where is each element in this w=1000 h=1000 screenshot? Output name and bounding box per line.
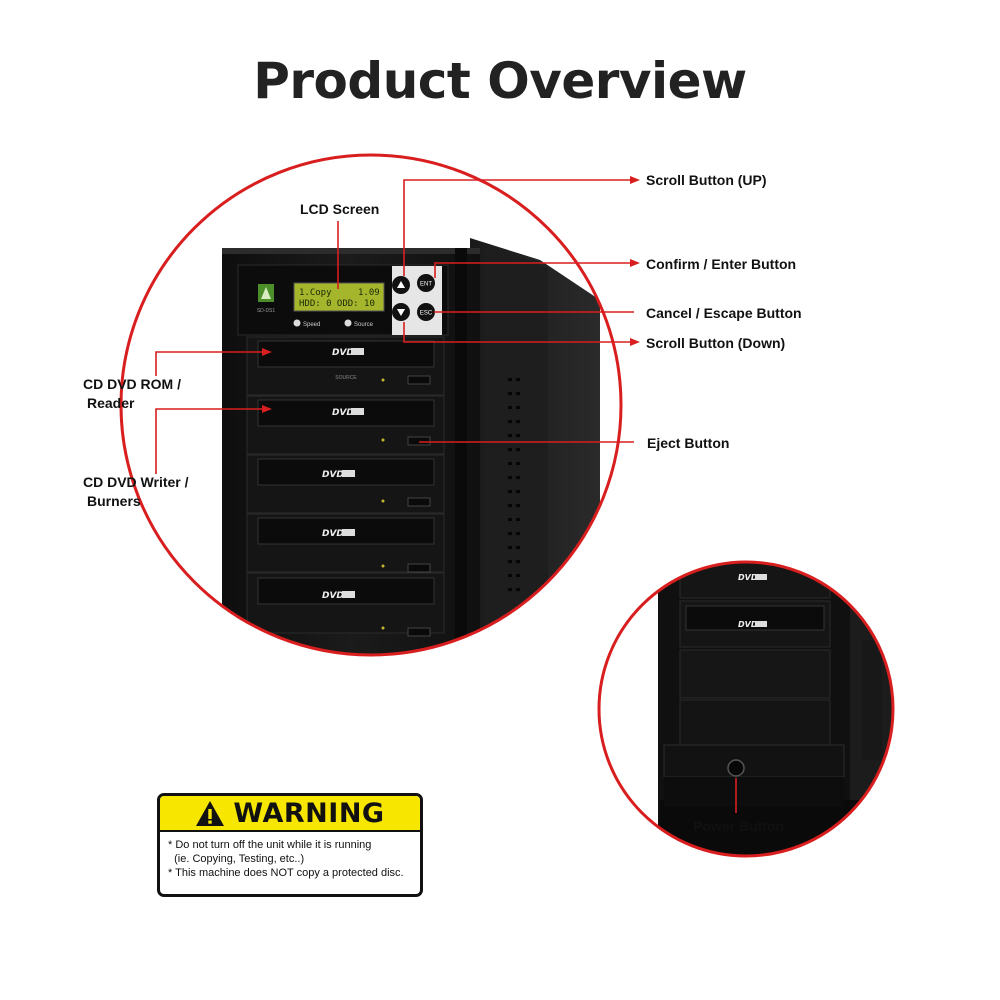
arrow-down-icon — [397, 309, 405, 316]
callout-lines — [155, 176, 737, 813]
page-title: Product Overview — [253, 52, 747, 110]
drive-bay-2: DVD — [246, 395, 445, 455]
lcd-line-1: 1.Copy — [299, 288, 332, 298]
warning-title: WARNING — [233, 797, 385, 829]
drive-bay-1: DVD SOURCE — [246, 336, 445, 396]
warning-line: (ie. Copying, Testing, etc..) — [168, 853, 305, 865]
drive-bay-3: DVD — [246, 454, 445, 514]
eject-button[interactable] — [407, 375, 431, 385]
escape-button-text: ESC — [420, 311, 433, 317]
warning-line: * Do not turn off the unit while it is r… — [168, 839, 372, 851]
dvd-logo: DVD — [322, 529, 344, 539]
enter-button[interactable] — [417, 274, 435, 292]
arrow-up-icon — [397, 281, 405, 288]
label-scroll-down: Scroll Button (Down) — [646, 335, 786, 351]
label-rom-line-1: CD DVD ROM / — [83, 376, 181, 392]
tower-base-closeup: DVD DVD — [658, 562, 893, 856]
speed-label: Speed — [303, 322, 320, 328]
warning-triangle-icon — [196, 800, 225, 826]
label-writer-line-1: CD DVD Writer / — [83, 474, 189, 490]
dvd-logo: DVD — [738, 620, 758, 629]
drive-bay-4: DVD — [246, 513, 445, 573]
lcd-line-1-right: 1.09 — [358, 288, 380, 298]
dvd-logo: DVD — [322, 470, 344, 480]
label-confirm-enter: Confirm / Enter Button — [646, 256, 797, 272]
dvd-logo: DVD — [332, 408, 354, 418]
warning-sticker: WARNING * Do not turn off the unit while… — [157, 793, 423, 897]
model-text: SD-DS1 — [257, 308, 276, 314]
escape-button[interactable] — [417, 303, 435, 321]
drive-bay-5: DVD — [246, 572, 445, 637]
label-scroll-up: Scroll Button (UP) — [646, 172, 767, 188]
side-vents — [508, 378, 520, 591]
lcd-line-2: HDD: 0 ODD: 10 — [299, 299, 375, 309]
label-eject: Eject Button — [647, 435, 730, 451]
enter-button-text: ENT — [420, 282, 432, 288]
label-writer-line-2: Burners — [87, 493, 141, 509]
label-cancel-escape: Cancel / Escape Button — [646, 305, 802, 321]
speed-icon — [293, 319, 301, 327]
eject-button[interactable] — [407, 497, 431, 507]
label-rom-line-2: Reader — [87, 395, 135, 411]
eject-button[interactable] — [407, 436, 431, 446]
power-button[interactable] — [727, 759, 745, 777]
lcd-screen — [293, 282, 385, 312]
source-label: Source — [354, 322, 374, 328]
warning-text: * Do not turn off the unit while it is r… — [160, 832, 420, 880]
dvd-logo: DVD — [738, 573, 758, 582]
dvd-logo: DVD — [322, 591, 344, 601]
label-lcd-screen: LCD Screen — [300, 201, 380, 217]
zoom-circle-base — [597, 560, 895, 858]
eject-button[interactable] — [407, 627, 431, 637]
eject-button[interactable] — [407, 563, 431, 573]
tower-closeup: SD-DS1 1.Copy 1.09 HDD: 0 ODD: 10 Speed … — [222, 238, 600, 655]
warning-header: WARNING — [160, 796, 420, 832]
label-power: Power Button — [693, 818, 784, 834]
source-text: SOURCE — [335, 375, 357, 381]
source-icon — [344, 319, 352, 327]
warning-line: * This machine does NOT copy a protected… — [168, 867, 404, 879]
dvd-logo: DVD — [332, 348, 354, 358]
zoom-circle-main — [119, 153, 623, 657]
